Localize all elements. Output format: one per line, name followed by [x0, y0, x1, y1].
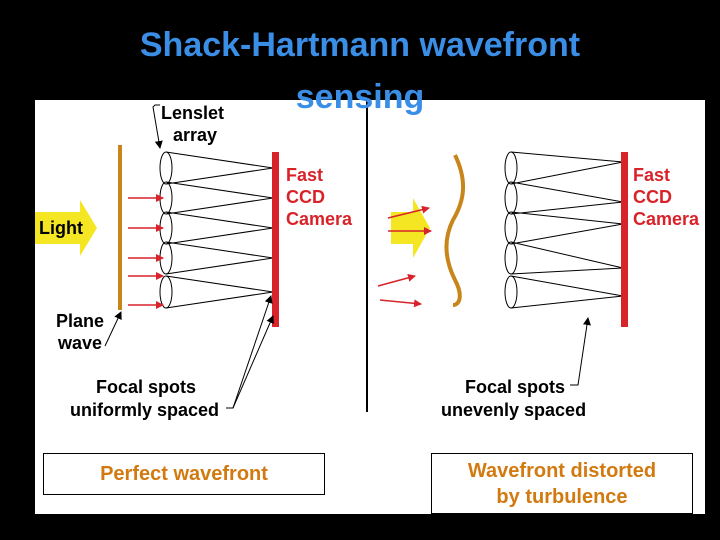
focal-spots-label-right-line-1: Focal spots [465, 377, 566, 397]
lenslet-label-line-2: array [173, 125, 218, 145]
plane-wave-pointer [104, 311, 122, 347]
lenslet-array-icon-right [504, 151, 624, 309]
light-arrow-icon-right [391, 198, 430, 258]
diagram-graphics [35, 100, 628, 412]
light-label: Light [39, 218, 83, 238]
lenslet-pointer [152, 104, 163, 149]
focal-spots-label-right-line-2: unevenly spaced [441, 400, 587, 420]
incident-rays-right [377, 205, 432, 308]
camera-label-right-line-3: Camera [633, 209, 700, 229]
incident-rays-left [128, 194, 164, 309]
focal-spots-pointer-left-a [226, 295, 273, 409]
distorted-box-label-line-2: by turbulence [496, 485, 628, 508]
perfect-wavefront-label: Perfect wavefront [100, 463, 268, 485]
distorted-wavefront-icon [444, 154, 466, 307]
focal-spots-pointer-left-b [232, 315, 274, 409]
lenslet-label-line-1: Lenslet [161, 103, 225, 123]
light-arrow-icon [35, 200, 97, 256]
plane-wave-label-line-1: Plane [56, 311, 105, 331]
diagram-panel: Lenslet array Light Plane wave Fast CCD … [35, 100, 705, 514]
camera-label-right-line-1: Fast [633, 165, 671, 185]
camera-label-left-line-1: Fast [286, 165, 324, 185]
focal-spots-label-left-line-2: uniformly spaced [70, 400, 220, 420]
focal-spots-label-left-line-1: Focal spots [96, 377, 197, 397]
lenslet-array-icon [159, 151, 274, 309]
slide-title-line-1: Shack-Hartmann wavefront [139, 26, 581, 64]
focal-spots-pointer-right [570, 317, 591, 386]
camera-label-right-line-2: CCD [633, 187, 672, 207]
distorted-wavefront-box: Wavefront distorted by turbulence [431, 453, 693, 514]
camera-label-left-line-3: Camera [286, 209, 353, 229]
ccd-camera-bar-icon-left [272, 152, 279, 327]
ccd-camera-bar-icon-right [621, 152, 628, 327]
distorted-box-label-line-1: Wavefront distorted [467, 459, 657, 482]
perfect-wavefront-box: Perfect wavefront [43, 453, 325, 495]
plane-wave-label-line-2: wave [58, 333, 103, 353]
slide-title-line-2: sensing [295, 78, 425, 116]
camera-label-left-line-2: CCD [286, 187, 325, 207]
